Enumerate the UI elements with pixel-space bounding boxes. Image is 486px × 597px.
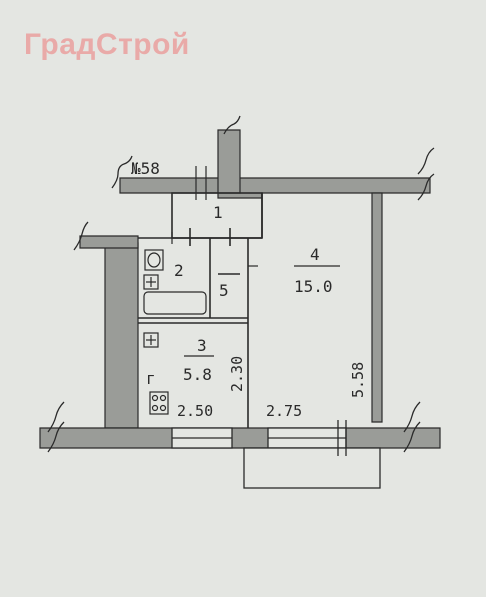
room-2-number: 2: [174, 261, 184, 280]
gradstroy-watermark: ГрадСтрой: [24, 28, 190, 61]
building-number: №58: [131, 159, 160, 178]
bathtub-icon: [143, 291, 207, 315]
kitchen-marker: г: [146, 369, 156, 388]
room-4-number: 4: [310, 245, 320, 264]
dimension-room-depth: 5.58: [349, 362, 367, 398]
balcony: [243, 447, 381, 489]
wall-ticks: [171, 166, 258, 267]
dimension-kitchen-width: 2.50: [177, 402, 213, 420]
dimension-kitchen-depth: 2.30: [228, 356, 246, 392]
bath-sink-icon: [143, 274, 159, 290]
exterior-walls: [39, 129, 441, 449]
toilet-bowl-icon: [147, 252, 161, 268]
interior-partitions: [138, 192, 263, 428]
dimension-room-width: 2.75: [266, 402, 302, 420]
room-3-area: 5.8: [183, 365, 212, 384]
toilet-icon: [144, 249, 164, 271]
break-lines: [47, 115, 435, 453]
room-1-number: 1: [213, 203, 223, 222]
room-5-number: 5: [219, 281, 229, 300]
windows: [171, 420, 381, 489]
kitchen-sink-icon: [143, 332, 159, 348]
room-3-number: 3: [197, 336, 207, 355]
stove-icon: [149, 391, 169, 415]
fixtures: [143, 249, 207, 415]
room-4-area: 15.0: [294, 277, 333, 296]
